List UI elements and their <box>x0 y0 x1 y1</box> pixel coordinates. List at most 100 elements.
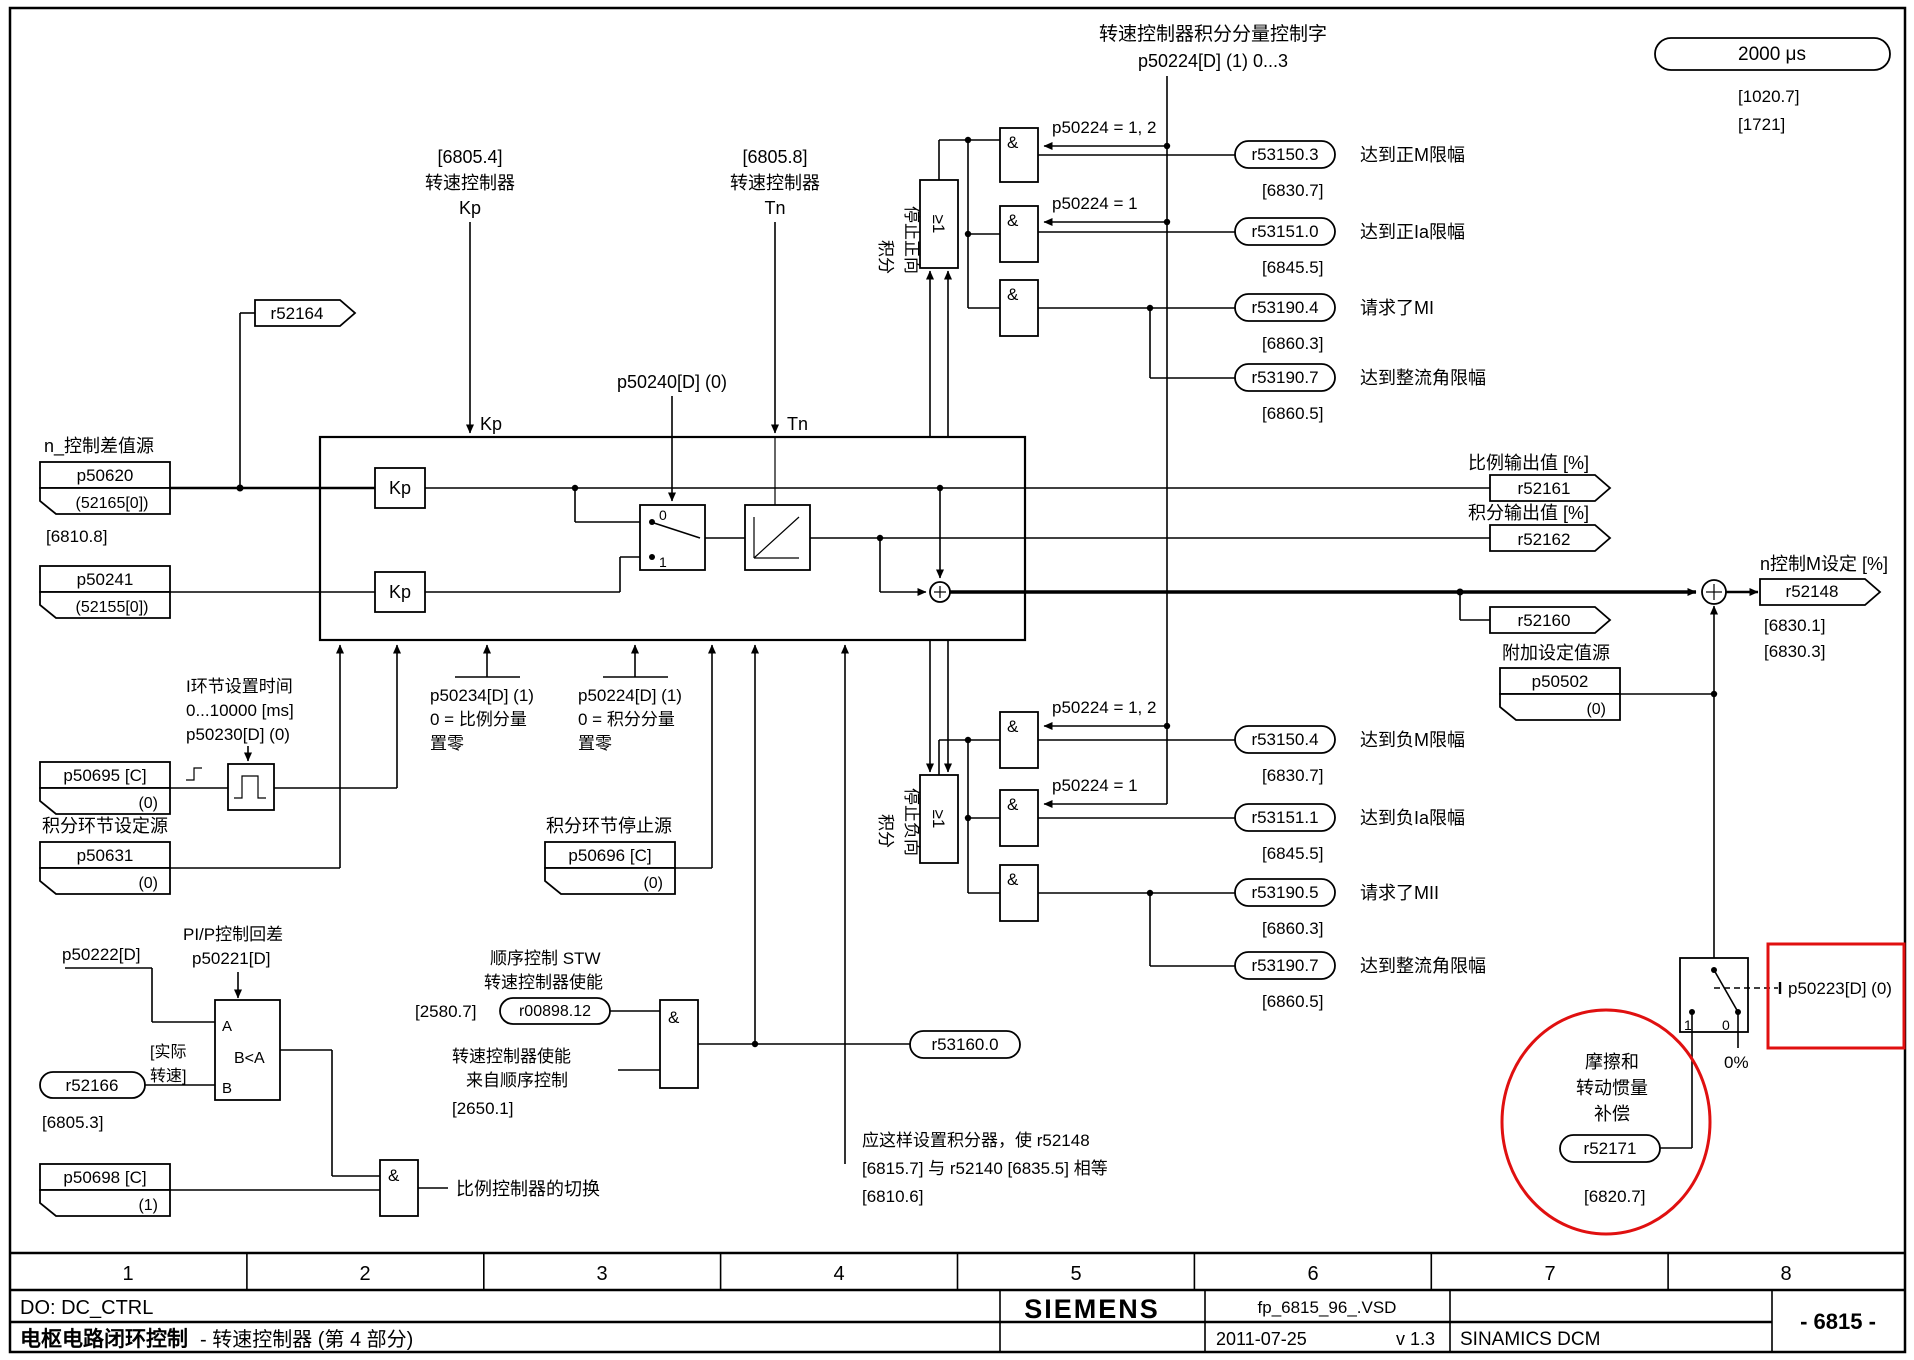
ref-6820-7: [6820.7] <box>1584 1187 1645 1206</box>
tn-symbol: Tn <box>764 198 785 218</box>
kp-ref: [6805.4] <box>437 147 502 167</box>
col-6: 6 <box>1307 1263 1318 1285</box>
connector-r52148 <box>1759 578 1882 606</box>
connector-r53190-4 <box>1234 293 1336 322</box>
value-p50620: (52165[0]) <box>76 495 149 512</box>
and-gate-3-label: & <box>1007 285 1019 304</box>
cycle-ref-2: [1721] <box>1738 115 1785 134</box>
connector-r53150-3 <box>1234 140 1336 169</box>
ref-6830-7-u: [6830.7] <box>1262 181 1323 200</box>
integrator-note: 应这样设置积分器，使 r52148 [6815.7] 与 r52140 [683… <box>841 644 1108 1206</box>
connector-r52162 <box>1489 524 1612 552</box>
param-r52162: r52162 <box>1518 530 1571 549</box>
param-r53190-7-l: r53190.7 <box>1251 956 1318 975</box>
tn-arrow-label: Tn <box>787 414 808 434</box>
stop-neg-label-2: 积分 <box>876 814 895 848</box>
and-gate-4 <box>999 711 1039 769</box>
col-1: 1 <box>122 1263 133 1285</box>
ref-6810-8: [6810.8] <box>46 527 107 546</box>
actual-speed-label-1: [实际 <box>150 1043 186 1061</box>
cond-lower-1: p50224 = 1 <box>1052 776 1138 795</box>
friction-label-2: 转动惯量 <box>1576 1078 1648 1098</box>
connector-p50695 <box>39 761 171 789</box>
right-outputs: 比例输出值 [%] r52161 积分输出值 [%] r52162 r52160… <box>1468 453 1888 958</box>
p50234-label-2: 0 = 比例分量 <box>430 710 527 729</box>
sheet-version: v 1.3 <box>1396 1329 1435 1349</box>
connector-r53190-5 <box>1234 878 1336 907</box>
i-time-label-2: 0...10000 [ms] <box>186 701 294 720</box>
connector-r52160 <box>1489 606 1612 634</box>
kp-block-2 <box>374 571 426 613</box>
param-p50222: p50222[D] <box>62 945 140 964</box>
enable-label-2: 来自顺序控制 <box>466 1071 568 1090</box>
connector-p50631-value <box>39 867 171 895</box>
ref-2650-1: [2650.1] <box>452 1099 513 1118</box>
note-line-3: [6810.6] <box>862 1187 923 1206</box>
p50234-label-3: 置零 <box>430 734 464 753</box>
p50224-zero-label-1: p50224[D] (1) <box>578 686 682 705</box>
value-p50696: (0) <box>643 875 663 892</box>
prop-output-label: 比例输出值 [%] <box>1468 453 1589 473</box>
or-gate-upper-label: ≥1 <box>929 215 948 234</box>
col-7: 7 <box>1544 1263 1555 1285</box>
param-r52160: r52160 <box>1518 611 1571 630</box>
value-p50695: (0) <box>138 795 158 812</box>
connector-p50698-value <box>39 1189 171 1217</box>
ref-6845-5-l: [6845.5] <box>1262 844 1323 863</box>
comparator-cond: B<A <box>234 1050 265 1067</box>
sheet-title-main: 电枢电路闭环控制 <box>20 1327 188 1351</box>
cycle-time-label: 2000 μs <box>1738 44 1806 65</box>
param-p50241: p50241 <box>77 570 134 589</box>
connector-r52161 <box>1489 474 1612 502</box>
sheet-date: 2011-07-25 <box>1216 1329 1307 1349</box>
param-r53150-3: r53150.3 <box>1251 145 1318 164</box>
kp-block-2-label: Kp <box>389 582 411 602</box>
param-p50620: p50620 <box>77 466 134 485</box>
and-gate-enable-label: & <box>668 1008 680 1027</box>
label-mii-request: 请求了MII <box>1360 883 1439 903</box>
upper-gate-block: ≥1 停止正向 积分 & & & r53150.3 达到正M限幅 [6830.7… <box>876 127 1486 437</box>
param-r52166: r52166 <box>66 1076 119 1095</box>
stop-pos-label: 停止正向 <box>902 206 921 274</box>
param-p50695: p50695 [C] <box>63 766 146 785</box>
pulse-icon <box>234 775 266 799</box>
kp-block-1 <box>374 467 426 509</box>
ref-2580-7: [2580.7] <box>415 1002 476 1021</box>
p50240-label: p50240[D] (0) <box>617 372 727 392</box>
param-r52171: r52171 <box>1584 1139 1637 1158</box>
label-pos-ia-limit: 达到正Ia限幅 <box>1360 222 1465 242</box>
col-5: 5 <box>1070 1263 1081 1285</box>
enable-logic: 顺序控制 STW 转速控制器使能 [2580.7] r00898.12 转速控制… <box>415 644 1021 1118</box>
friction-compensation: 1 0 0% p50223[D] (0) 摩擦和 转动惯量 补偿 r52171 … <box>1500 942 1906 1236</box>
col-8: 8 <box>1780 1263 1791 1285</box>
connector-r53151-1 <box>1234 803 1336 832</box>
note-line-1: 应这样设置积分器，使 r52148 <box>862 1130 1090 1150</box>
ctrl-word-param: p50224[D] (1) 0...3 <box>1138 51 1288 71</box>
and-gate-6 <box>999 864 1039 922</box>
label-firing-limit-u: 达到整流角限幅 <box>1360 368 1486 388</box>
param-r53151-0: r53151.0 <box>1251 222 1318 241</box>
stop-pos-label-2: 积分 <box>876 240 895 274</box>
cycle-time-pill <box>1654 37 1891 71</box>
comparator-a: A <box>222 1018 232 1035</box>
param-p50631: p50631 <box>77 846 134 865</box>
connector-r52164 <box>254 299 357 327</box>
connector-p50502-value <box>1499 693 1621 721</box>
friction-switch-0: 0 <box>1722 1017 1730 1033</box>
param-p50696: p50696 [C] <box>568 846 651 865</box>
connector-p50241-value <box>39 591 171 619</box>
footer-table: 1 2 3 4 5 6 7 8 DO: DC_CTRL SIEMENS fp_6… <box>10 1251 1905 1352</box>
kp-arrow-label: Kp <box>480 414 502 434</box>
note-line-2: [6815.7] 与 r52140 [6835.5] 相等 <box>862 1159 1108 1178</box>
kp-symbol: Kp <box>459 198 481 218</box>
param-r53151-1: r53151.1 <box>1251 808 1318 827</box>
label-mi-request: 请求了MI <box>1360 298 1434 318</box>
value-p50631: (0) <box>138 875 158 892</box>
switch-pos-1: 1 <box>659 554 667 570</box>
tn-name: 转速控制器 <box>730 173 820 193</box>
ref-6860-5-u: [6860.5] <box>1262 404 1323 423</box>
ref-6860-5-l: [6860.5] <box>1262 992 1323 1011</box>
and-gate-5 <box>999 789 1039 847</box>
connector-r53151-0 <box>1234 217 1336 246</box>
